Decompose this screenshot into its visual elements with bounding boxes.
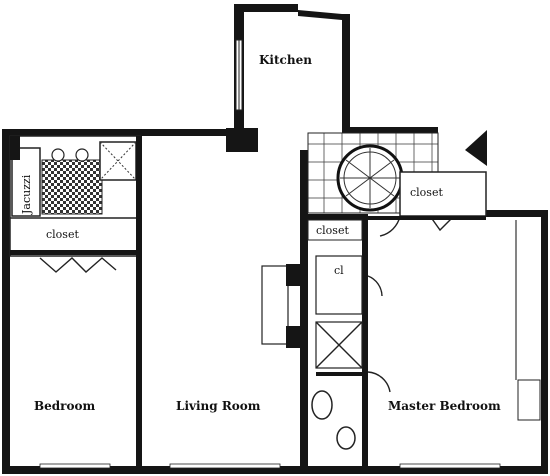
- label-jacuzzi: Jacuzzi: [20, 174, 33, 215]
- label-living-room: Living Room: [176, 399, 261, 413]
- label-closet-center: closet: [316, 224, 349, 237]
- closet-left: [9, 217, 139, 273]
- label-closet-right: closet: [410, 186, 443, 199]
- label-kitchen: Kitchen: [259, 53, 312, 67]
- kitchen-window: [235, 39, 243, 111]
- wall-bedroom-living: [136, 136, 142, 472]
- bathroom-left: [9, 135, 142, 221]
- label-bedroom: Bedroom: [34, 399, 95, 413]
- label-closet-left: closet: [46, 228, 79, 241]
- column-marker: [465, 130, 487, 166]
- label-cl: cl: [334, 264, 344, 277]
- label-master-bedroom: Master Bedroom: [388, 399, 501, 413]
- bottom-windows: [39, 463, 501, 469]
- central-core: [261, 150, 391, 470]
- master-bedroom: [368, 216, 541, 421]
- closet-right: [379, 171, 487, 237]
